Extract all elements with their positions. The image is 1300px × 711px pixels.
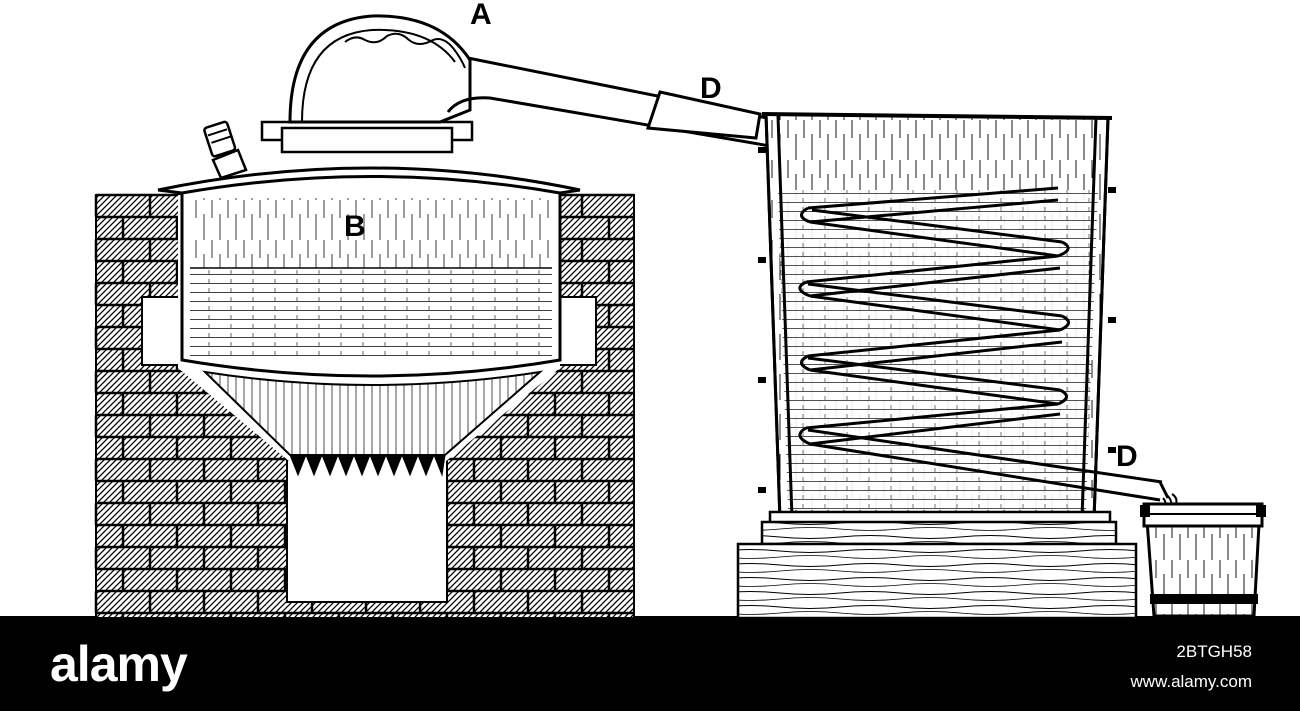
- liquid-in-pot: [190, 268, 552, 356]
- stock-watermark-bar: alamy 2BTGH58 www.alamy.com: [0, 620, 1300, 711]
- filling-plug: [203, 120, 248, 180]
- receiving-bucket: [1140, 502, 1266, 618]
- wooden-stand: [736, 520, 1138, 620]
- cooling-tub: [758, 112, 1116, 526]
- site-url-text: www.alamy.com: [1130, 672, 1252, 691]
- right-flue-opening: [555, 296, 597, 366]
- firebox-opening: [286, 459, 448, 603]
- distillation-apparatus-illustration: A B D D: [0, 0, 1300, 620]
- condenser-coil: [798, 186, 1170, 502]
- label-d-top: D: [700, 72, 722, 105]
- still-head-dome: [288, 14, 472, 124]
- image-id-text: 2BTGH58: [1176, 642, 1252, 661]
- label-b: B: [344, 210, 366, 243]
- label-a: A: [470, 0, 492, 31]
- flames: [289, 453, 446, 477]
- alamy-logo: alamy: [50, 636, 188, 692]
- still-pot: [157, 120, 581, 477]
- label-d-bottom: D: [1116, 440, 1138, 473]
